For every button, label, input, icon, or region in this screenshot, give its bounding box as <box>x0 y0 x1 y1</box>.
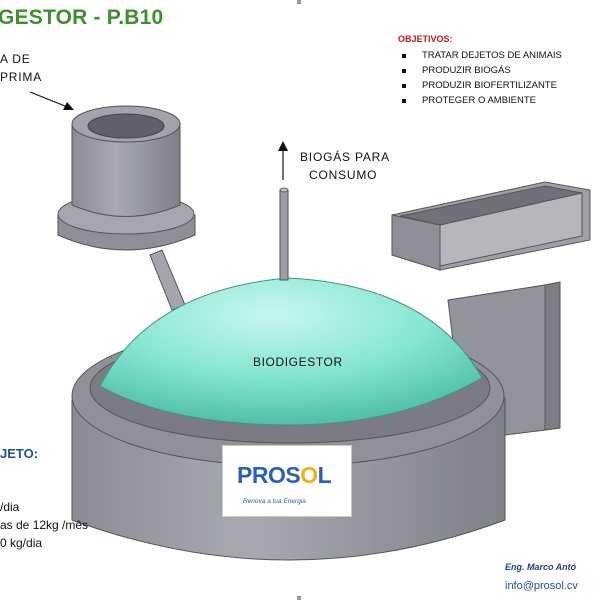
objective-item: TRATAR DEJETOS DE ANIMAIS <box>400 48 562 63</box>
project-heading: JETO: <box>0 446 39 461</box>
logo-s: S <box>285 462 301 488</box>
biogas-label-line1: BIOGÁS PARA <box>300 150 390 164</box>
logo-pro: PRO <box>237 462 286 488</box>
digester-label: BIODIGESTOR <box>253 355 343 369</box>
engineer-name: Eng. Marco Antó <box>505 562 577 572</box>
biogas-arrow <box>278 141 288 180</box>
logo-tagline: Renova a tua Energia <box>243 498 306 505</box>
logo-l: L <box>317 462 332 488</box>
objective-item: PRODUZIR BIOGÁS <box>400 63 562 78</box>
biogas-dome <box>99 277 483 426</box>
objective-item: PROTEGER O AMBIENTE <box>400 93 562 108</box>
objectives-list: TRATAR DEJETOS DE ANIMAIS PRODUZIR BIOGÁ… <box>400 48 562 108</box>
project-line-2: as de 12kg /mês <box>0 518 89 532</box>
outlet-box <box>391 181 591 441</box>
logo-sun-o: O <box>300 462 318 488</box>
inlet-label-line1: A DE <box>0 52 31 66</box>
inlet-label-line2: PRIMA <box>0 70 43 84</box>
biogas-outlet-pipe <box>279 187 289 281</box>
contact-email[interactable]: info@prosol.cv <box>505 580 578 592</box>
bottom-marker <box>297 596 301 600</box>
logo-wordmark: PROSOL <box>237 462 332 489</box>
objectives-heading: OBJETIVOS: <box>398 34 453 44</box>
prosol-logo: PROSOL Renova a tua Energia <box>222 445 352 517</box>
objective-item: PRODUZIR BIOFERTILIZANTE <box>400 78 562 93</box>
inlet-arrow <box>29 91 74 110</box>
biogas-label-line2: CONSUMO <box>309 168 378 182</box>
project-line-3: 0 kg/dia <box>0 536 43 550</box>
project-line-1: /dia <box>0 500 20 514</box>
inlet-pipe <box>149 249 186 311</box>
top-marker <box>297 0 301 4</box>
inlet-funnel <box>57 105 196 251</box>
page-title: GESTOR - P.B10 <box>0 6 164 29</box>
